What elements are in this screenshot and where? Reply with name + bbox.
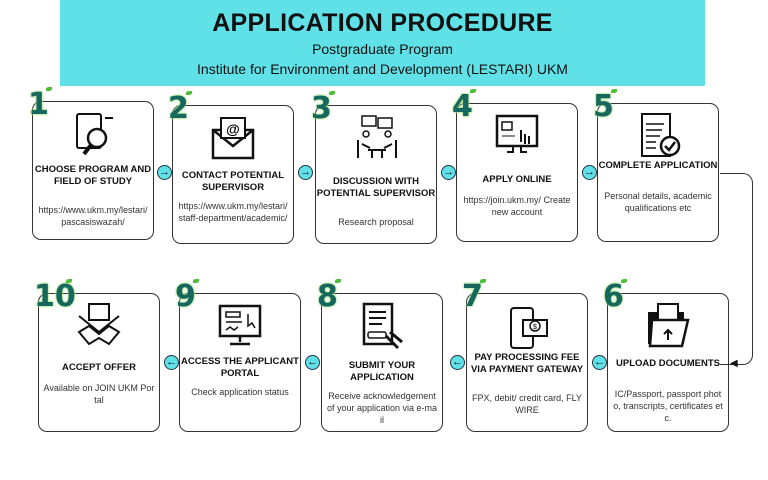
step-title: COMPLETE APPLICATION — [598, 160, 718, 171]
step-number-badge: 5 — [593, 89, 614, 124]
step-title: CHOOSE PROGRAM AND FIELD OF STUDY — [34, 164, 152, 187]
step-number-badge: 6 — [603, 279, 624, 314]
leaf-icon — [329, 91, 335, 95]
leaf-icon — [335, 279, 341, 283]
mobile-payment-icon: $ — [510, 307, 548, 349]
leaf-icon — [621, 279, 627, 283]
svg-text:@: @ — [226, 121, 240, 137]
leaf-icon — [186, 91, 192, 95]
step-card-7: $ PAY PROCESSING FEE VIA PAYMENT GATEWAY… — [466, 293, 588, 432]
subtitle-institute: Institute for Environment and Developmen… — [197, 61, 568, 77]
row-connector-line — [720, 173, 753, 365]
page-title: APPLICATION PROCEDURE — [212, 9, 553, 37]
step-card-10: ACCEPT OFFER Available on JOIN UKM Porta… — [38, 293, 160, 432]
step-description: Personal details, academic qualification… — [604, 191, 712, 213]
handshake-offer-icon — [77, 303, 121, 346]
step-description: Receive acknowledgement of your applicat… — [326, 391, 438, 425]
step-title: SUBMIT YOUR APPLICATION — [348, 360, 416, 383]
step-card-2: @ CONTACT POTENTIAL SUPERVISOR https://w… — [172, 105, 294, 244]
step-title: UPLOAD DOCUMENTS — [616, 358, 720, 369]
step-number-badge: 9 — [175, 279, 196, 314]
step-description: FPX, debit/ credit card, FLYWIRE — [472, 393, 582, 415]
arrow-left-icon: ← — [164, 355, 179, 370]
step-title: ACCEPT OFFER — [62, 362, 136, 373]
leaf-icon — [66, 279, 72, 283]
step-title: DISCUSSION WITH POTENTIAL SUPERVISOR — [316, 176, 436, 199]
step-description: https://www.ukm.my/lestari/staff-departm… — [178, 201, 288, 223]
connector-arrowhead: ◀ — [730, 358, 738, 369]
leaf-icon — [480, 279, 486, 283]
svg-text:$: $ — [533, 324, 537, 331]
leaf-icon — [46, 87, 52, 91]
arrow-right-icon: → — [157, 165, 172, 180]
step-number-badge: 3 — [311, 91, 332, 126]
step-description: Check application status — [191, 387, 289, 397]
step-title: APPLY ONLINE — [482, 174, 552, 185]
step-number-badge: 10 — [34, 279, 76, 314]
checklist-icon — [641, 113, 681, 157]
arrow-left-icon: ← — [592, 355, 607, 370]
step-number-badge: 1 — [28, 87, 49, 122]
step-description: IC/Passport, passport photo, transcripts… — [613, 389, 723, 423]
step-number-badge: 8 — [317, 279, 338, 314]
step-description: https://join.ukm.my/ Create new account — [463, 195, 571, 217]
arrow-left-icon: ← — [305, 355, 320, 370]
leaf-icon — [193, 279, 199, 283]
arrow-right-icon: → — [298, 165, 313, 180]
step-card-3: DISCUSSION WITH POTENTIAL SUPERVISOR Res… — [315, 105, 437, 244]
submit-form-icon — [362, 302, 403, 350]
step-description: https://www.ukm.my/lestari/pascasiswazah… — [38, 205, 148, 227]
arrow-left-icon: ← — [450, 355, 465, 370]
discussion-icon — [357, 115, 397, 158]
step-card-5: COMPLETE APPLICATION Personal details, a… — [597, 103, 719, 242]
step-description: Research proposal — [338, 217, 414, 227]
step-card-6: UPLOAD DOCUMENTS IC/Passport, passport p… — [607, 293, 729, 432]
portal-monitor-icon — [218, 304, 262, 346]
step-title: PAY PROCESSING FEE VIA PAYMENT GATEWAY — [470, 352, 584, 375]
arrow-right-icon: → — [441, 165, 456, 180]
step-number-badge: 2 — [168, 91, 189, 126]
step-number-badge: 4 — [452, 89, 473, 124]
header-banner: APPLICATION PROCEDURE Postgraduate Progr… — [60, 0, 705, 86]
leaf-icon — [470, 89, 476, 93]
step-title: ACCESS THE APPLICANT PORTAL — [181, 356, 299, 379]
step-card-4: APPLY ONLINE https://join.ukm.my/ Create… — [456, 103, 578, 242]
arrow-right-icon: → — [582, 165, 597, 180]
step-number-badge: 7 — [462, 279, 483, 314]
email-envelope-icon: @ — [211, 117, 255, 160]
step-title: CONTACT POTENTIAL SUPERVISOR — [181, 170, 285, 193]
step-card-9: ACCESS THE APPLICANT PORTAL Check applic… — [179, 293, 301, 432]
step-card-1: CHOOSE PROGRAM AND FIELD OF STUDY https:… — [32, 101, 154, 240]
monitor-click-icon — [495, 114, 539, 153]
folder-upload-icon — [648, 303, 690, 348]
subtitle-program: Postgraduate Program — [312, 41, 453, 57]
leaf-icon — [611, 89, 617, 93]
step-card-8: SUBMIT YOUR APPLICATION Receive acknowle… — [321, 293, 443, 432]
step-description: Available on JOIN UKM Portal — [43, 383, 155, 405]
notebook-search-icon — [76, 113, 113, 156]
